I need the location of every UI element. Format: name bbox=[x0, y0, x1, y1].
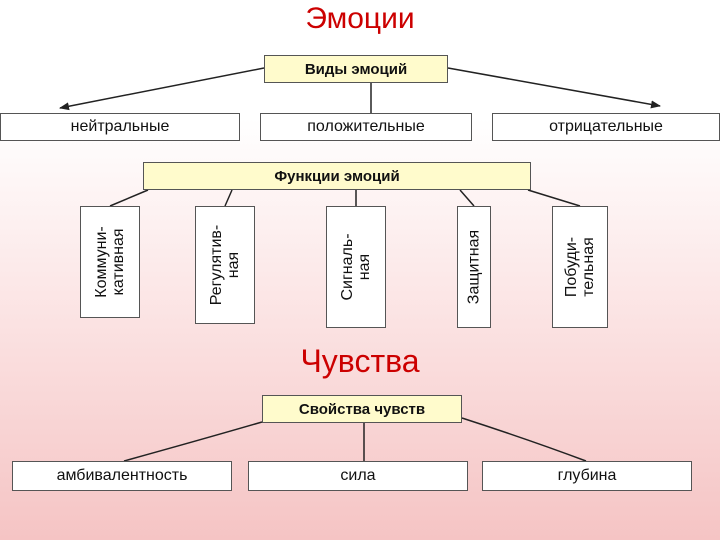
line-to-depth bbox=[461, 417, 587, 462]
line-to-communicative bbox=[109, 189, 149, 207]
function-communicative-label: Коммуни- кативная bbox=[93, 226, 127, 298]
strength-box: сила bbox=[248, 461, 468, 491]
line-to-protective bbox=[459, 189, 475, 207]
feelings-heading: Чувства bbox=[300, 343, 420, 379]
emotion-functions-header: Функции эмоций bbox=[143, 162, 531, 190]
emotion-types-header: Виды эмоций bbox=[264, 55, 448, 83]
line-to-regulative bbox=[224, 189, 233, 207]
arrow-to-neutral bbox=[59, 67, 265, 111]
neutral-box: нейтральные bbox=[0, 113, 240, 141]
negative-box: отрицательные bbox=[492, 113, 720, 141]
positive-box: положительные bbox=[260, 113, 472, 141]
function-regulative: Регулятив- ная bbox=[195, 206, 255, 324]
line-to-ambivalence bbox=[123, 421, 263, 462]
function-protective-label: Защитная bbox=[465, 229, 483, 305]
line-to-motivating bbox=[527, 189, 581, 207]
ambivalence-box: амбивалентность bbox=[12, 461, 232, 491]
function-motivating: Побуди- тельная bbox=[552, 206, 608, 328]
function-motivating-label: Побуди- тельная bbox=[563, 236, 597, 298]
function-signal-label: Сигналь- ная bbox=[339, 233, 373, 301]
arrow-to-negative bbox=[447, 67, 661, 109]
function-regulative-label: Регулятив- ная bbox=[208, 224, 242, 306]
function-signal: Сигналь- ная bbox=[326, 206, 386, 328]
page-title: Эмоции bbox=[305, 2, 415, 35]
depth-box: глубина bbox=[482, 461, 692, 491]
function-communicative: Коммуни- кативная bbox=[80, 206, 140, 318]
feeling-properties-header: Свойства чувств bbox=[262, 395, 462, 423]
function-protective: Защитная bbox=[457, 206, 491, 328]
